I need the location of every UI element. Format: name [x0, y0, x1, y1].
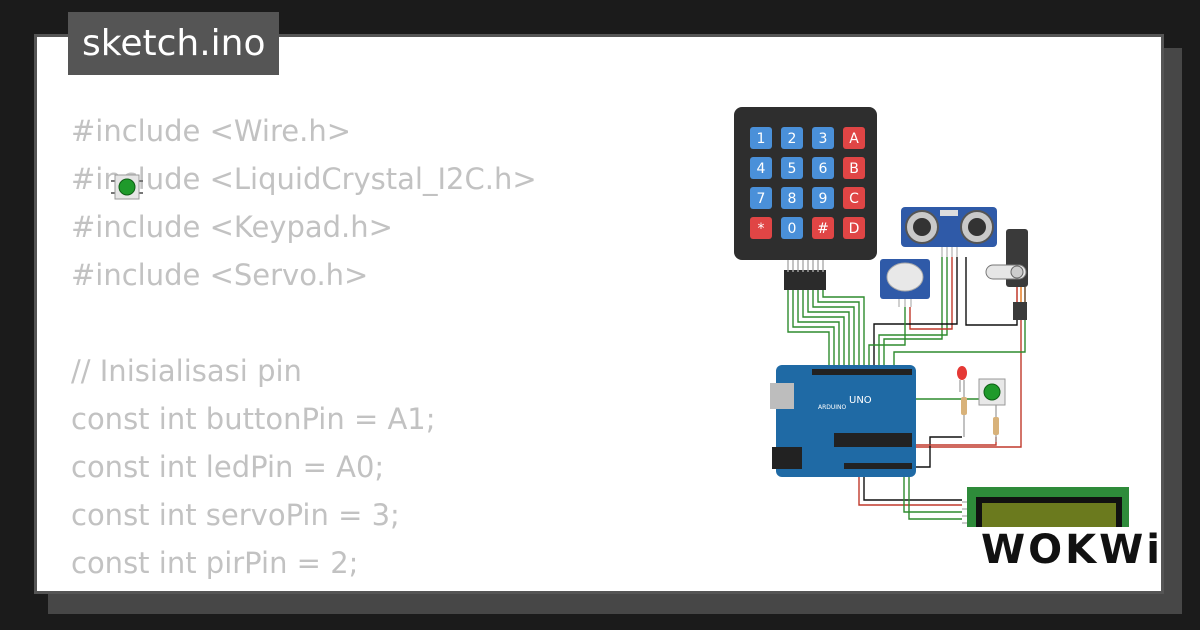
- keypad-key-label: A: [849, 131, 859, 147]
- keypad-key: D: [843, 217, 865, 239]
- code-line: const int servoPin = 3;: [71, 498, 400, 532]
- keypad-key-label: 5: [788, 161, 797, 177]
- keypad-key: 0: [781, 217, 803, 239]
- code-line: #include <Keypad.h>: [71, 210, 393, 244]
- wokwi-logo: WOKWi: [981, 527, 1163, 573]
- keypad-key-label: 2: [788, 131, 797, 147]
- keypad-key-label: 1: [757, 131, 766, 147]
- keypad-key: C: [843, 187, 865, 209]
- keypad-wires: [787, 290, 865, 365]
- ultrasonic-sensor: [901, 207, 997, 257]
- keypad-key: B: [843, 157, 865, 179]
- filename-badge: sketch.ino: [68, 12, 280, 75]
- keypad-key-label: D: [849, 221, 860, 237]
- keypad-key-label: 8: [788, 191, 797, 207]
- keypad-key: 7: [750, 187, 772, 209]
- keypad-key: 4: [750, 157, 772, 179]
- keypad-key: 1: [750, 127, 772, 149]
- pushbutton-thumbnail-icon: [111, 174, 143, 200]
- code-preview: #include <Wire.h> #include <LiquidCrystal…: [71, 107, 537, 591]
- code-line: // Inisialisasi pin: [71, 354, 302, 388]
- code-line: #include <Servo.h>: [71, 258, 369, 292]
- code-line: [71, 299, 537, 347]
- keypad-key: 3: [812, 127, 834, 149]
- arduino-uno-board: UNO ARDUINO: [770, 365, 916, 477]
- code-line: const int pirPin = 2;: [71, 546, 359, 580]
- keypad-key: #: [812, 217, 834, 239]
- board-logo: ARDUINO: [818, 404, 847, 411]
- pushbutton: [978, 378, 1006, 406]
- resistor-button: [993, 405, 999, 442]
- keypad-key: *: [750, 217, 772, 239]
- keypad-key-label: B: [849, 161, 859, 177]
- keypad-key-label: 0: [788, 221, 797, 237]
- preview-card: #include <Wire.h> #include <LiquidCrystal…: [34, 34, 1164, 594]
- circuit-diagram: 1 2 3 A 4 5 6 B 7 8 9 C * 0 # D: [734, 107, 1129, 527]
- keypad-key: 2: [781, 127, 803, 149]
- code-line: #include <Wire.h>: [71, 114, 352, 148]
- keypad-key: 8: [781, 187, 803, 209]
- pir-sensor: [880, 259, 930, 307]
- code-line: const int trigPin = 5;: [71, 587, 537, 591]
- code-line: #include <LiquidCrystal_I2C.h>: [71, 162, 537, 196]
- keypad: 1 2 3 A 4 5 6 B 7 8 9 C * 0 # D: [734, 107, 877, 290]
- keypad-key: 6: [812, 157, 834, 179]
- resistor-led: [961, 392, 967, 437]
- lcd-display: [962, 487, 1129, 527]
- servo-motor: [985, 229, 1028, 320]
- keypad-key-label: 6: [819, 161, 828, 177]
- keypad-key-label: 3: [819, 131, 828, 147]
- keypad-key-label: #: [817, 221, 829, 237]
- keypad-key-label: 9: [819, 191, 828, 207]
- led-red: [957, 366, 967, 392]
- keypad-key-label: C: [849, 191, 859, 207]
- keypad-key-label: 7: [757, 191, 766, 207]
- lcd-wires: [858, 477, 962, 520]
- board-model: UNO: [849, 395, 872, 406]
- keypad-key-label: 4: [757, 161, 766, 177]
- keypad-key: 9: [812, 187, 834, 209]
- keypad-key: A: [843, 127, 865, 149]
- code-line: const int ledPin = A0;: [71, 450, 385, 484]
- keypad-key: 5: [781, 157, 803, 179]
- keypad-key-label: *: [758, 221, 765, 237]
- code-line: const int buttonPin = A1;: [71, 402, 436, 436]
